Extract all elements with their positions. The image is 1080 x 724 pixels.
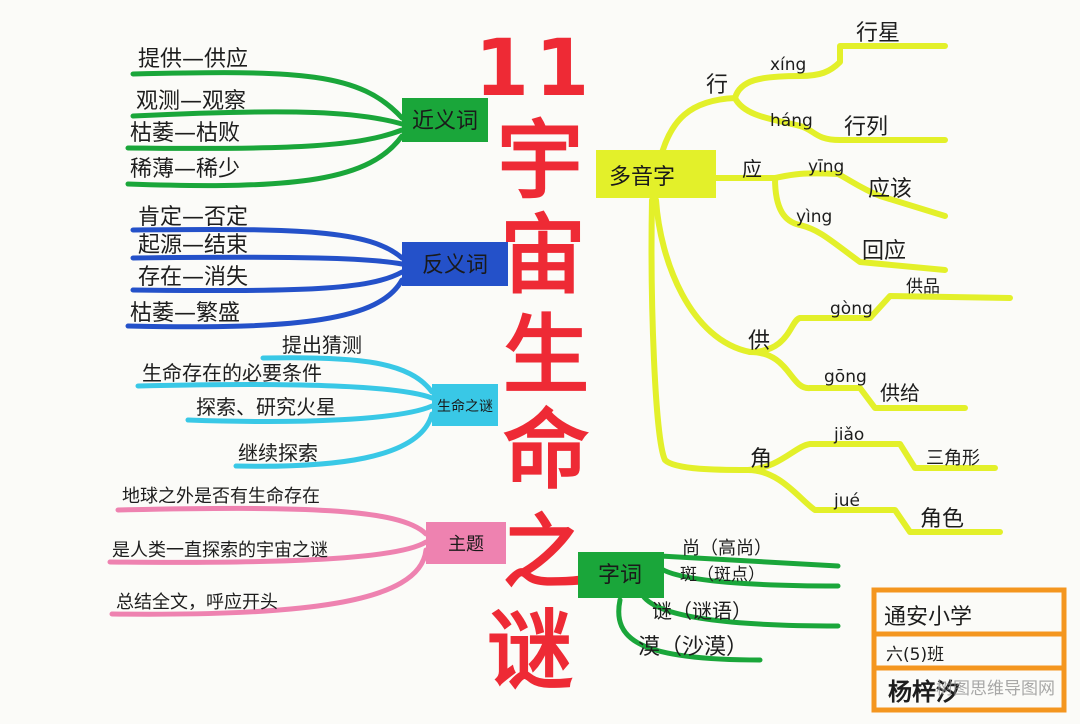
title-char-1: 宇 — [497, 111, 583, 211]
synonym-item-2: 观测—观察 — [136, 89, 246, 114]
antonym-item-1: 肯定—否定 — [138, 205, 248, 230]
synonym-branch: 近义词 提供—供应 观测—观察 枯萎—枯败 稀薄—稀少 — [125, 47, 488, 189]
title-char-4: 命 — [503, 401, 589, 501]
wordgroup-item-2: 斑（斑点） — [680, 565, 765, 585]
theme-item-2: 是人类一直探索的宇宙之谜 — [112, 540, 328, 561]
pinyin-3a: gòng — [830, 299, 873, 319]
word-2b: 回应 — [862, 239, 906, 264]
wordgroup-branch: 字词 尚（高尚） 斑（斑点） 谜（谜语） 漠（沙漠） — [578, 538, 841, 663]
wordgroup-item-3: 谜（谜语） — [652, 599, 752, 623]
synonym-node — [402, 98, 488, 142]
pinyin-2b: yìng — [796, 207, 832, 227]
antonym-item-3: 存在—消失 — [138, 265, 248, 290]
title-char-6: 谜 — [487, 601, 573, 701]
synonym-label: 近义词 — [412, 109, 478, 134]
antonym-branch: 反义词 肯定—否定 起源—结束 存在—消失 枯萎—繁盛 — [125, 205, 508, 330]
antonym-node — [402, 242, 508, 286]
polyphone-node — [596, 150, 716, 198]
synonym-item-1: 提供—供应 — [138, 47, 248, 72]
mystery-item-1: 提出猜测 — [282, 333, 362, 357]
info-class: 六(5)班 — [886, 645, 944, 665]
info-name: 杨梓汐 — [888, 678, 960, 706]
polyphone-char-3: 供 — [748, 329, 770, 354]
pinyin-1b: háng — [770, 111, 813, 131]
info-school: 通安小学 — [884, 605, 972, 630]
antonym-item-4: 枯萎—繁盛 — [130, 301, 240, 326]
mystery-branch: 生命之谜 提出猜测 生命存在的必要条件 探索、研究火星 继续探索 — [135, 333, 498, 469]
word-1a: 行星 — [856, 21, 900, 46]
polyphone-branch: 多音字 行 xíng 行星 háng 行列 应 yīng 应该 yìng 回应 … — [596, 21, 1013, 535]
polyphone-char-1: 行 — [706, 73, 728, 98]
central-title: 11 宇 宙 生 命 之 谜 — [475, 24, 596, 701]
mystery-item-3: 探索、研究火星 — [196, 395, 336, 419]
polyphone-char-2: 应 — [742, 157, 762, 181]
theme-branch: 主题 地球之外是否有生命存在 是人类一直探索的宇宙之谜 总结全文，呼应开头 — [107, 486, 506, 617]
word-3a: 供品 — [906, 277, 940, 297]
title-char-3: 生 — [503, 306, 589, 406]
title-char-5: 之 — [503, 506, 583, 599]
wordgroup-item-1: 尚（高尚） — [682, 538, 772, 559]
info-box: 通安小学 六(5)班 杨梓汐 — [871, 587, 1067, 713]
word-4a: 三角形 — [926, 448, 980, 469]
pinyin-1a: xíng — [770, 55, 806, 75]
synonym-item-3: 枯萎—枯败 — [130, 121, 240, 146]
word-2a: 应该 — [868, 177, 912, 202]
word-1b: 行列 — [844, 115, 888, 140]
pinyin-4b: jué — [833, 491, 860, 511]
title-char-2: 宙 — [500, 206, 586, 306]
mystery-item-2: 生命存在的必要条件 — [142, 361, 322, 385]
polyphone-char-4: 角 — [750, 447, 772, 472]
pinyin-4a: jiǎo — [833, 425, 864, 445]
mystery-item-4: 继续探索 — [238, 441, 318, 465]
pinyin-3b: gōng — [824, 367, 867, 387]
wordgroup-item-4: 漠（沙漠） — [638, 635, 748, 660]
theme-node — [426, 522, 506, 564]
pinyin-2a: yīng — [808, 157, 844, 177]
watermark: 树图思维导图网 — [936, 679, 1055, 699]
lesson-number: 11 — [475, 24, 596, 114]
theme-item-3: 总结全文，呼应开头 — [116, 592, 278, 613]
wordgroup-label: 字词 — [598, 563, 642, 588]
antonym-label: 反义词 — [422, 253, 488, 278]
word-3b: 供给 — [880, 381, 920, 405]
polyphone-label: 多音字 — [609, 165, 675, 190]
synonym-item-4: 稀薄—稀少 — [130, 157, 240, 182]
mystery-label: 生命之谜 — [437, 398, 493, 415]
wordgroup-node — [578, 552, 664, 598]
word-4b: 角色 — [920, 507, 964, 532]
theme-label: 主题 — [448, 534, 484, 555]
mystery-node — [432, 384, 498, 426]
theme-item-1: 地球之外是否有生命存在 — [122, 486, 320, 507]
antonym-item-2: 起源—结束 — [138, 233, 248, 258]
